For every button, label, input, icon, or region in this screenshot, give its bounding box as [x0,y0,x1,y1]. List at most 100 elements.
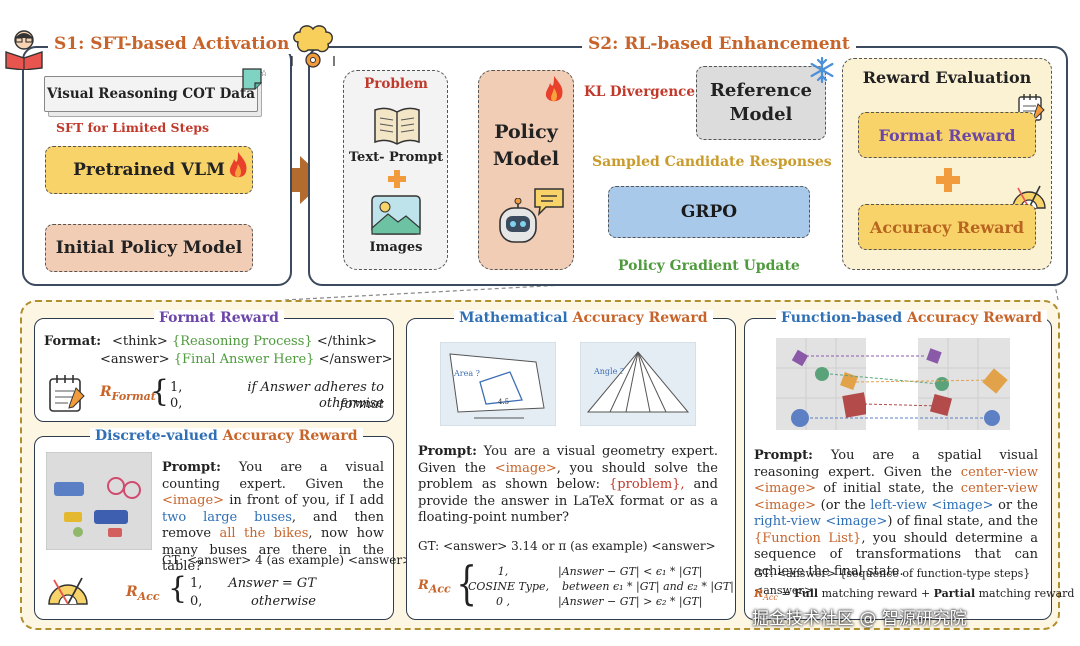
math-case-2-cond: between ϵ₁ * |GT| and ϵ₂ * |GT| [562,580,734,593]
discrete-gt: GT: <answer> 4 (as example) <answer> [162,553,413,567]
format-r-symbol: RFormat [100,384,156,405]
r-subscript: Acc [428,582,451,596]
math-title-a: Mathematical [459,310,568,326]
format-reward-card [34,318,394,422]
format-case-2-cond: otherwise [319,396,384,411]
math-prompt: Prompt: You are a visual geometry expert… [418,444,718,527]
left-view-tag: left-view <image> [870,497,994,513]
function-reward-equation: RAcc = Full matching reward + Partial ma… [754,586,1074,607]
notepad-icon [49,375,85,412]
prompt-text-1: You are a visual counting expert. Given … [162,460,384,492]
function-prompt: Prompt: You are a spatial visual reasoni… [754,448,1038,580]
function-title-b: Accuracy Reward [907,310,1042,326]
format-card-title: Format Reward [154,310,284,326]
prompt-text-1: You are a visual geometry expert. Given … [418,444,718,476]
prompt-label: Prompt: [754,448,813,463]
math-case-3-value: 0 , [496,595,510,608]
discrete-brace: { [168,571,188,606]
problem-tag: {problem}, [609,477,685,492]
prompt-text-3: , and then remove [162,509,384,542]
r-subscript: Format [111,389,156,403]
discrete-r-symbol: RAcc [126,584,160,605]
images-label: Images [369,240,423,255]
function-gt-text: GT: <answer> {sequence of function-type … [754,567,1031,597]
prompt-text-4: or the [998,497,1038,513]
policy-model-label-1: Policy [494,121,558,143]
policy-gradient-label: Policy Gradient Update [618,258,800,274]
prompt-text-4: , now how many buses are there in the ta… [162,526,384,574]
brain-gear-icon [291,25,335,68]
svg-text:☆: ☆ [260,69,266,79]
r-letter: R [418,578,429,593]
problem-label: Problem [364,76,428,92]
format-reward-label: Format Reward [878,125,1016,145]
function-card-title: Function-based Accuracy Reward [776,310,1047,326]
prompt-text-2: , you should solve the problem as shown … [418,460,718,493]
eq-middle: matching reward + [818,587,934,600]
discrete-case-2-value: 0, [190,594,203,609]
initial-state-image [776,338,866,430]
sft-steps-label: SFT for Limited Steps [56,120,210,135]
watermark: 掘金技术社区 @ 智源研究院 [752,609,967,629]
eq-partial: Partial [933,587,976,600]
accuracy-reward-box: Accuracy Reward [858,204,1036,250]
initial-policy-label: Initial Policy Model [55,238,243,258]
text-prompt-label: Text- Prompt [348,150,444,165]
stage-s2-title: S2: RL-based Enhancement [582,34,856,54]
format-case-2-value: 0, [170,396,183,411]
grpo-label: GRPO [680,202,738,222]
sticky-note-icon: ☆ [242,68,266,90]
math-case-1-value: 1, [497,565,509,578]
pretrained-vlm-label: Pretrained VLM [73,160,225,180]
prompt-label: Prompt: [418,444,477,459]
think-open-tag: <think> [112,334,168,349]
plus-icon [936,168,960,192]
math-case-3-cond: |Answer − GT| > ϵ₂ * |GT| [558,595,703,608]
reward-evaluation-title: Reward Evaluation [862,68,1032,87]
pretrained-vlm-box: Pretrained VLM [45,146,253,194]
reference-model-box: Reference Model [696,66,826,140]
format-brace: { [150,374,170,409]
discrete-case-1-value: 1, [190,576,203,591]
math-r-symbol: RAcc [418,578,451,598]
prompt-text-3: and provide the answer in LaTeX format o… [418,477,718,525]
sampled-responses-label: Sampled Candidate Responses [592,154,832,170]
reasoning-placeholder: {Reasoning Process} [171,334,313,349]
center-view-tag: center-view <image> [754,464,1038,497]
fire-icon [229,152,247,178]
discrete-prompt: Prompt: You are a visual counting expert… [162,460,384,576]
transformation-connectors [806,355,999,419]
geometry-figure-area: Area ? 4.5 [440,342,556,426]
cot-data-label: Visual Reasoning COT Data [46,86,256,102]
counting-scene-image [46,452,152,550]
fire-icon [545,76,563,102]
answer-close-tag: </answer> [318,352,393,367]
math-title-b: Accuracy Reward [572,310,708,326]
discrete-title-b: Accuracy Reward [222,428,358,444]
r-letter: R [754,587,764,600]
robot-icon [499,198,537,243]
geometry-figure-angle: Angle ? [580,342,696,426]
prompt-text-1: You are a spatial visual reasoning exper… [754,448,1038,480]
eq-equals: = [781,587,795,600]
svg-text:4.5: 4.5 [498,398,509,406]
format-case-1-value: 1, [170,380,183,395]
format-line-2: <answer> {Final Answer Here} </answer> [100,352,393,369]
format-line-1: <think> {Reasoning Process} </think> [112,334,377,351]
stage-s1-title: S1: SFT-based Activation [48,34,296,54]
area-figure-label: Area ? [453,369,480,378]
problem-column [343,70,448,270]
reference-model-label-1: Reference [709,80,813,101]
highlight-buses: two large buses [162,509,292,525]
math-brace: { [456,556,477,610]
format-case-1-cond: if Answer adheres to format [247,380,384,412]
image-tag: <image> [494,460,557,476]
image-tag: <image> [162,493,225,508]
answer-open-tag: <answer> [100,352,170,367]
math-card-title: Mathematical Accuracy Reward [454,310,713,326]
final-state-image [918,338,1010,430]
r-letter: R [126,584,138,600]
book-icon [374,107,420,145]
r-letter: R [100,384,112,400]
image-icon [371,195,421,235]
